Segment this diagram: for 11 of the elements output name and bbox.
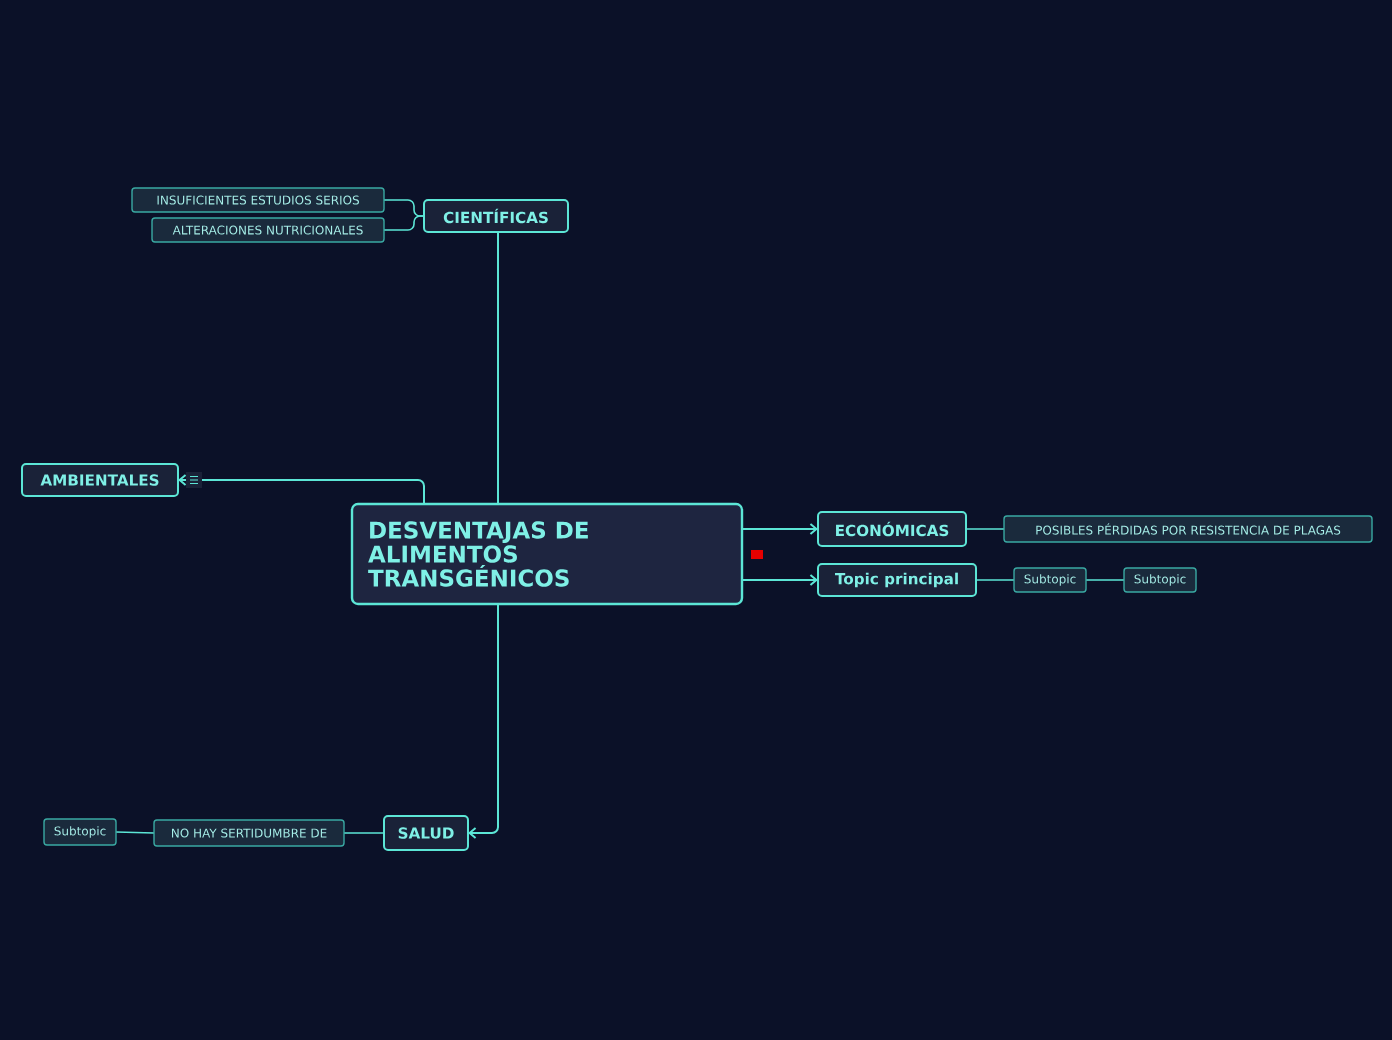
- connector: [741, 574, 818, 586]
- connector: [343, 832, 385, 834]
- connector: [383, 215, 425, 231]
- connector: [497, 231, 499, 505]
- central-topic-box: DESVENTAJAS DE ALIMENTOS TRANSGÉNICOS: [350, 502, 744, 606]
- connector: [741, 523, 818, 535]
- connector: [965, 528, 1005, 530]
- connector: [1085, 579, 1125, 581]
- connector: [115, 831, 155, 834]
- connector: [975, 579, 1015, 581]
- connector: [468, 603, 499, 839]
